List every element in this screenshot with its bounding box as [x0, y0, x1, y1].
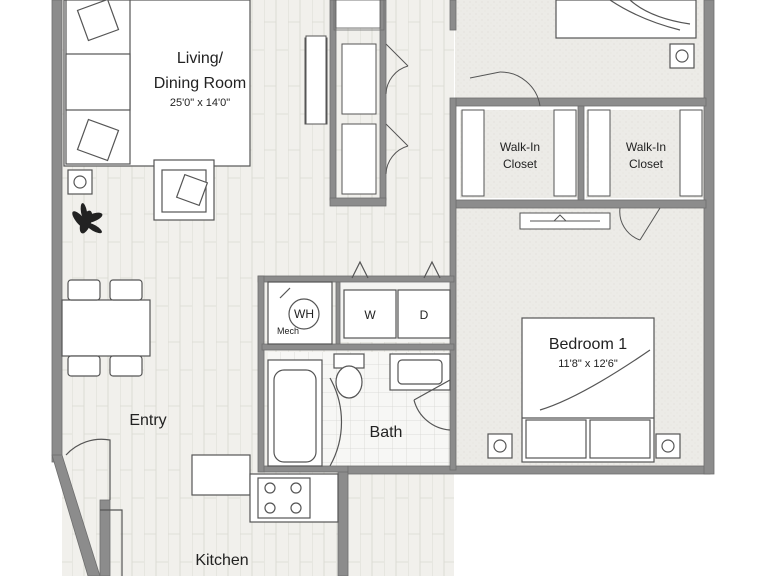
tv-stand	[305, 35, 327, 125]
bath-label: Bath	[369, 424, 403, 441]
water-heater-label: WH	[294, 307, 314, 321]
laundry	[343, 260, 451, 339]
living-room-label-1: Living/	[176, 50, 224, 67]
walkin-closet-left-2: Closet	[502, 157, 537, 171]
bedroom1-label: Bedroom 1	[548, 336, 628, 353]
bedroom1-dims: 11'8" x 12'6"	[558, 358, 618, 370]
entry-label: Entry	[129, 412, 167, 429]
mech-closet	[267, 281, 333, 345]
entry-door	[65, 438, 111, 500]
bedroom1-bed	[487, 317, 681, 463]
living-room-dims: 25'0" x 14'0"	[169, 97, 231, 109]
bedroom2-bed	[555, 0, 697, 69]
walkin-closet-left-1: Walk-In	[499, 140, 541, 154]
side-table	[67, 169, 93, 195]
washer-label: W	[364, 308, 376, 322]
walkin-shelves	[461, 71, 703, 241]
kitchen-fixtures	[191, 454, 339, 523]
living-room-label-2: Dining Room	[153, 75, 247, 92]
walls	[51, 0, 715, 576]
walkin-closet-right-1: Walk-In	[625, 140, 667, 154]
sofa	[65, 0, 131, 165]
walkin-closet-right-2: Closet	[628, 157, 663, 171]
kitchen-label: Kitchen	[195, 552, 249, 569]
dryer-label: D	[419, 308, 429, 322]
armchair	[153, 159, 215, 221]
mech-label: Mech	[276, 326, 299, 336]
bath-fixtures	[267, 353, 451, 467]
plant	[72, 203, 103, 234]
dining-set	[61, 279, 151, 377]
